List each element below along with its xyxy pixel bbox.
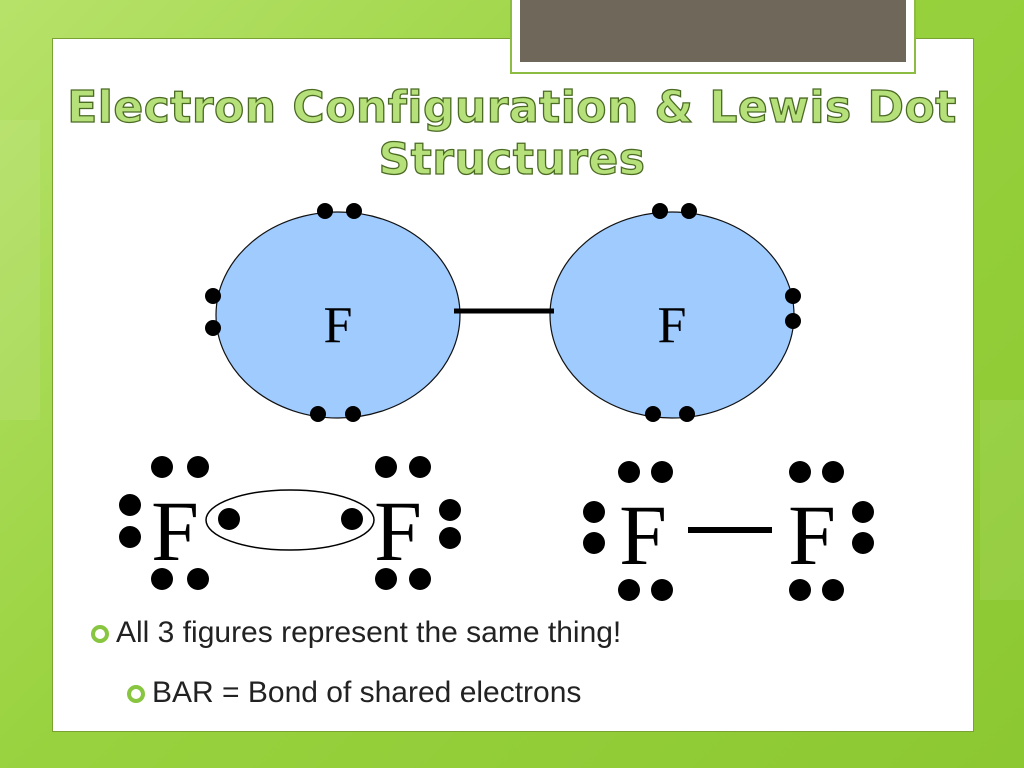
electron-dot	[681, 203, 697, 219]
figure-circles: F F	[205, 203, 801, 422]
bullet-sub: BAR = Bond of shared electrons	[126, 676, 581, 710]
electron-dot	[651, 579, 673, 601]
electron-dot	[119, 494, 141, 516]
electron-dot	[205, 320, 221, 336]
electron-dot	[583, 532, 605, 554]
electron-dot	[785, 288, 801, 304]
electron-dot	[652, 203, 668, 219]
atom-label-mid-left-2: F	[374, 483, 422, 579]
electron-dot	[439, 499, 461, 521]
electron-dot	[409, 456, 431, 478]
electron-dot	[375, 568, 397, 590]
electron-dot	[852, 501, 874, 523]
electron-dot	[317, 203, 333, 219]
electron-dot	[187, 568, 209, 590]
electron-dot	[645, 406, 661, 422]
electron-dot	[651, 461, 673, 483]
electron-dot	[205, 288, 221, 304]
slide-title: Electron Configuration & Lewis Dot Struc…	[52, 81, 972, 186]
electron-dot	[679, 406, 695, 422]
electron-dot	[785, 313, 801, 329]
figure-shared-pair: F F	[119, 456, 461, 590]
electron-dot	[345, 406, 361, 422]
bullet-main: All 3 figures represent the same thing!	[90, 616, 621, 650]
top-decor-tab	[510, 0, 916, 74]
electron-dot	[409, 568, 431, 590]
electron-dots-top	[205, 203, 801, 422]
electron-dot	[375, 456, 397, 478]
electron-dot	[218, 508, 240, 530]
background-facet	[0, 120, 40, 420]
electron-dot	[822, 461, 844, 483]
atom-label-mid-right-1: F	[619, 487, 667, 583]
atom-label-mid-left-1: F	[151, 483, 199, 579]
bullet-ring-icon	[127, 685, 145, 704]
electron-dots-mid-left	[119, 456, 461, 590]
bullet-sub-text: BAR = Bond of shared electrons	[152, 676, 582, 709]
electron-dot	[151, 456, 173, 478]
bullet-main-text: All 3 figures represent the same thing!	[116, 616, 622, 649]
bullet-ring-icon	[91, 625, 109, 644]
electron-dot	[346, 203, 362, 219]
electron-dot	[852, 532, 874, 554]
electron-dot	[822, 579, 844, 601]
electron-dot	[341, 508, 363, 530]
atom-circle-left	[215, 211, 461, 419]
electron-dot	[119, 526, 141, 548]
electron-dot	[618, 461, 640, 483]
atom-label-top-left: F	[324, 297, 353, 354]
shared-electron-ellipse	[205, 489, 375, 551]
electron-dot	[310, 406, 326, 422]
electron-dot	[583, 501, 605, 523]
slide-panel	[52, 38, 974, 732]
top-decor-tab-fill	[520, 0, 906, 62]
electron-dot	[789, 461, 811, 483]
electron-dots-mid-right	[583, 461, 874, 601]
figure-bar-bond: F F	[583, 461, 874, 601]
title-line-2: Structures	[378, 133, 646, 185]
electron-dot	[618, 579, 640, 601]
electron-dot	[789, 579, 811, 601]
electron-dot	[151, 568, 173, 590]
title-line-1: Electron Configuration & Lewis Dot	[67, 81, 957, 133]
background-facet	[980, 400, 1024, 600]
electron-dot	[187, 456, 209, 478]
atom-label-top-right: F	[658, 297, 687, 354]
electron-dot	[439, 527, 461, 549]
atom-label-mid-right-2: F	[788, 487, 836, 583]
